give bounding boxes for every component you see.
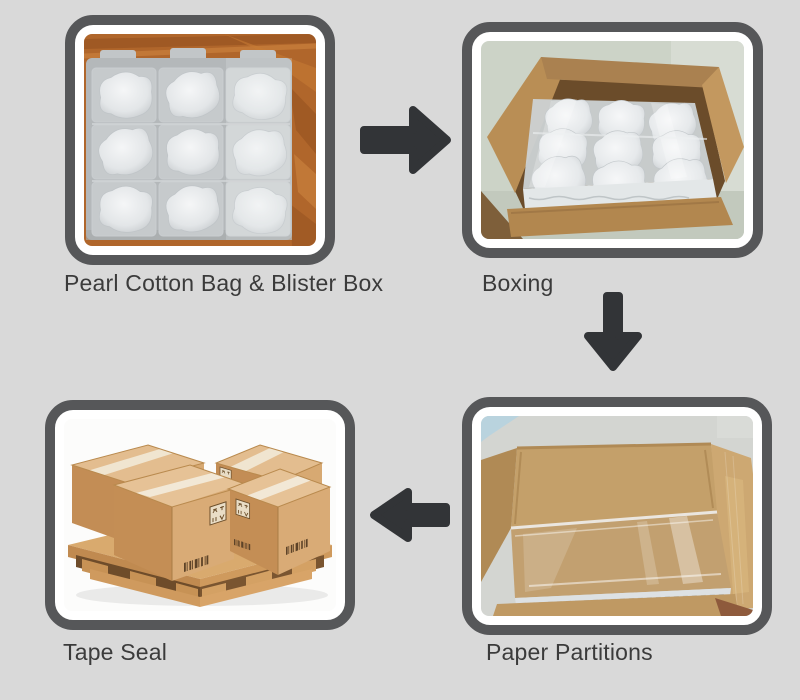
panel-paper-partitions <box>462 397 772 635</box>
paper-partitions-photo <box>481 416 753 616</box>
arrow-right-icon <box>355 104 452 176</box>
arrow-left-icon <box>368 485 452 545</box>
panel-boxing <box>462 22 763 258</box>
panel-tape-seal <box>45 400 355 630</box>
panel-pearl-cotton-blister <box>65 15 335 265</box>
pearl-cotton-blister-photo <box>84 34 316 246</box>
boxing-photo <box>481 41 744 239</box>
step-label-boxing: Boxing <box>482 270 554 296</box>
step-label-pearl-cotton-blister: Pearl Cotton Bag & Blister Box <box>64 270 384 296</box>
arrow-down-icon <box>583 292 643 373</box>
tape-seal-photo <box>64 419 336 611</box>
step-label-paper-partitions: Paper Partitions <box>486 639 653 665</box>
step-label-tape-seal: Tape Seal <box>63 639 168 665</box>
